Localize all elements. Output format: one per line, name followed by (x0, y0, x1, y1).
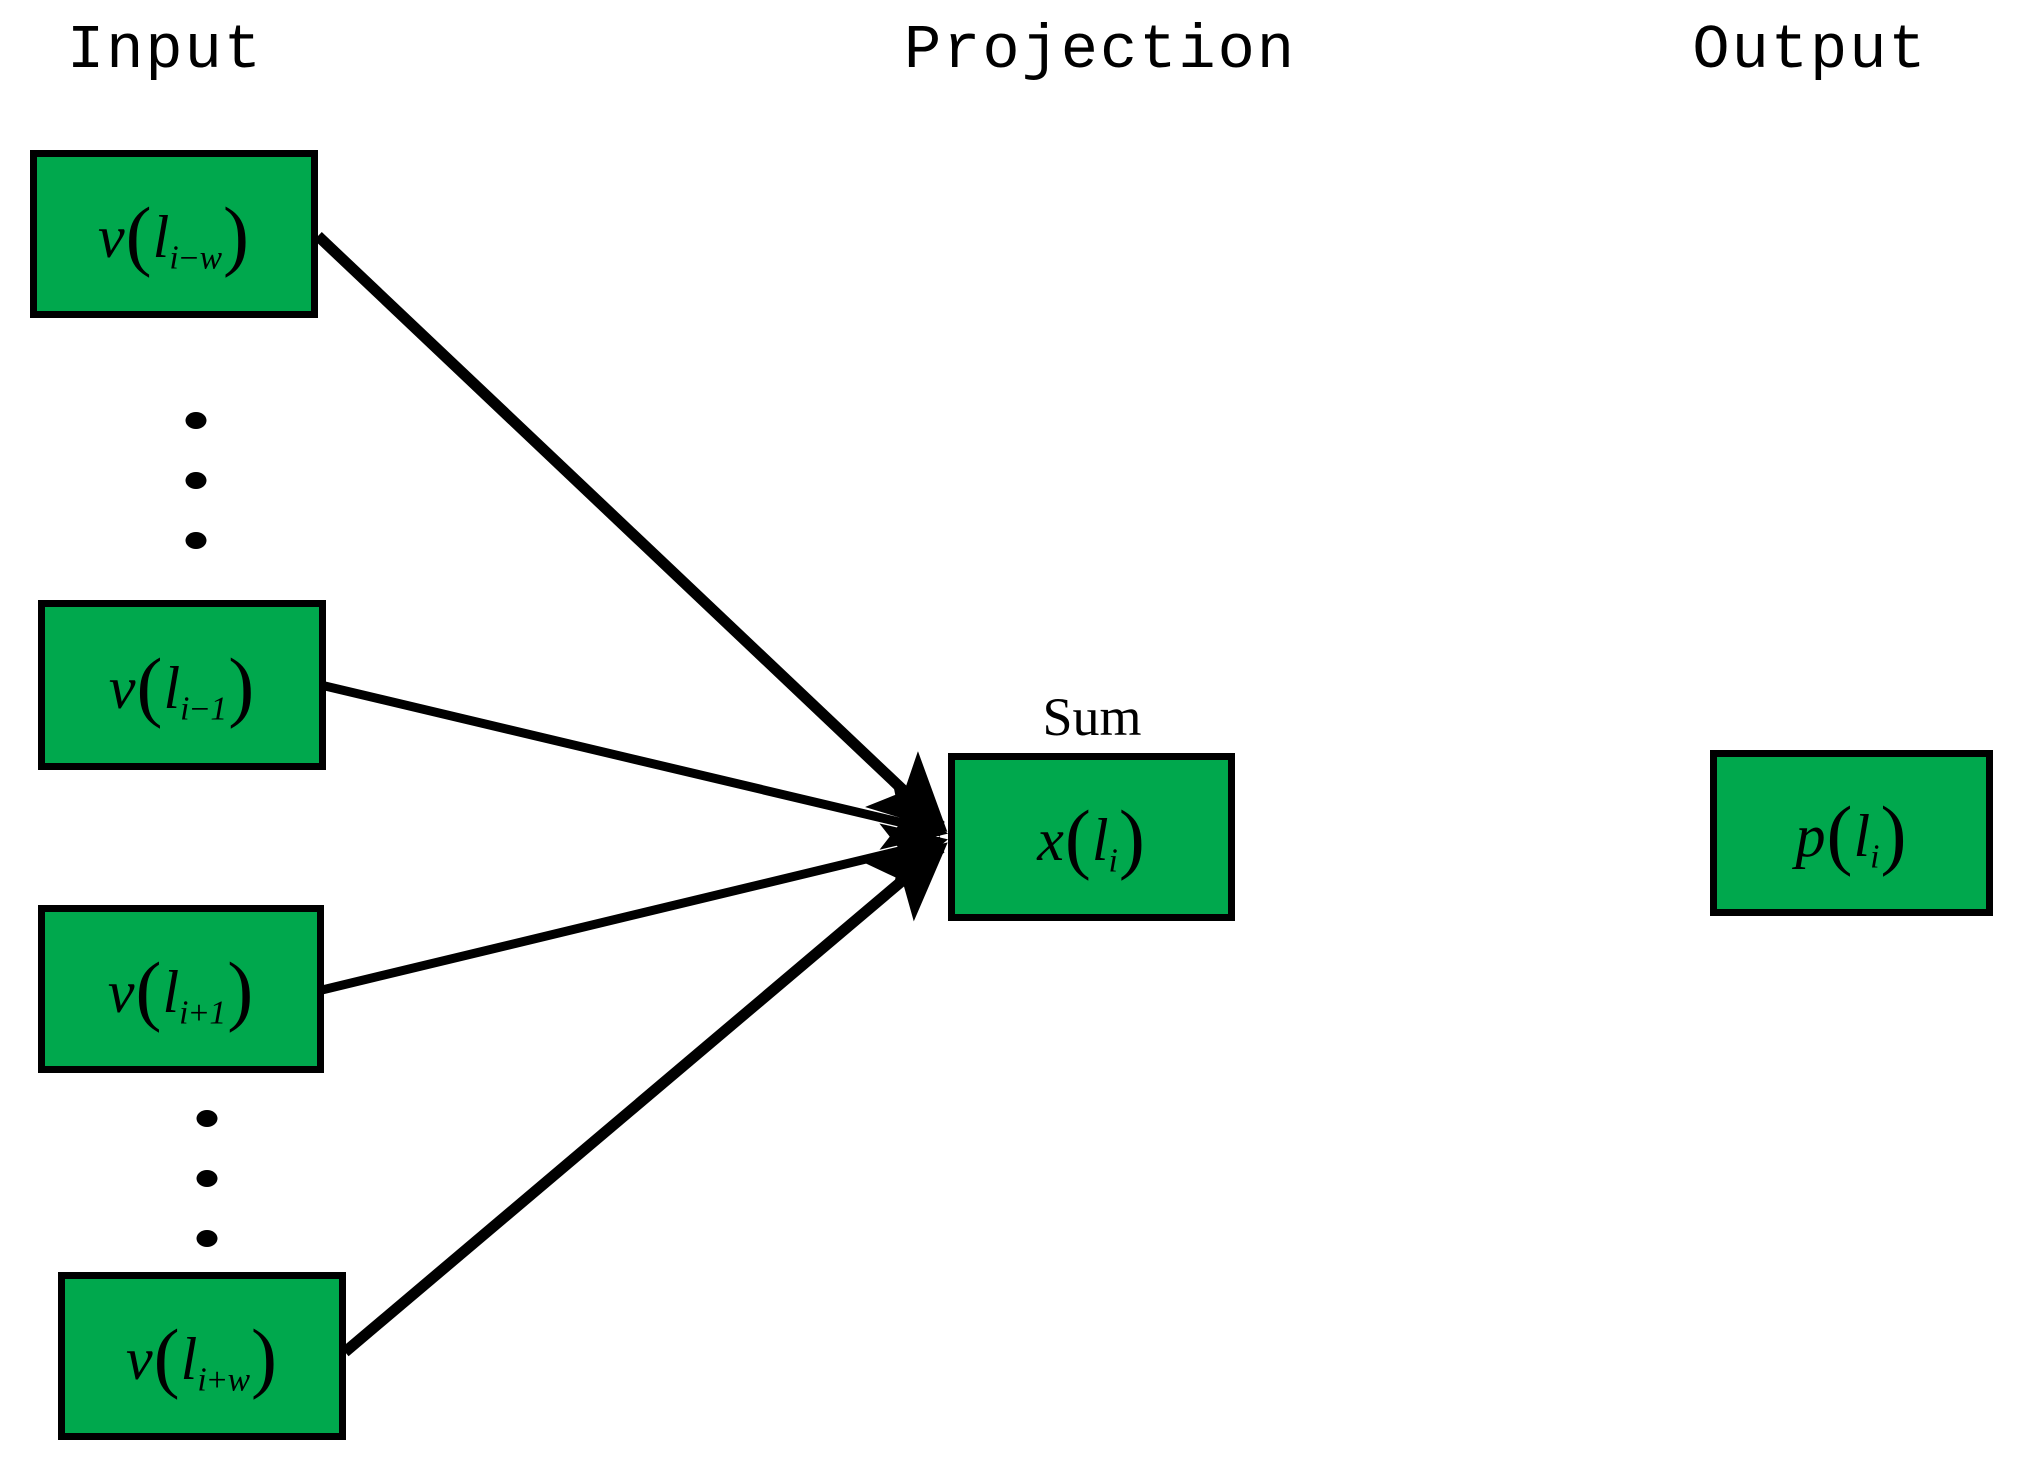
ellipsis-dot (196, 1170, 218, 1187)
projection-node-x-i[interactable]: x(li) (948, 753, 1235, 921)
output-node-p-i-label: p(li) (1795, 790, 1907, 878)
input-ellipsis-lower (196, 1110, 218, 1247)
input-node-v-i-plus-w-label: v(li+w) (126, 1313, 277, 1401)
input-ellipsis-upper (185, 412, 207, 549)
ellipsis-dot (196, 1110, 218, 1127)
edge-v-i-plus-w-to-x-i (341, 842, 948, 1357)
ellipsis-dot (185, 472, 207, 489)
ellipsis-dot (185, 412, 207, 429)
input-node-v-i-minus-1-label: v(li−1) (108, 642, 255, 730)
column-header-input: Input (66, 15, 264, 86)
input-node-v-i-minus-w[interactable]: v(li−w) (30, 150, 318, 318)
column-header-output: Output (1692, 15, 1928, 86)
input-node-v-i-plus-1-label: v(li+1) (107, 946, 254, 1034)
column-header-projection: Projection (903, 15, 1297, 86)
ellipsis-dot (185, 532, 207, 549)
sum-caption: Sum (1042, 687, 1142, 747)
ellipsis-dot (196, 1230, 218, 1247)
input-node-v-i-plus-1[interactable]: v(li+1) (38, 905, 324, 1073)
output-node-p-i[interactable]: p(li) (1710, 750, 1993, 916)
input-node-v-i-minus-1[interactable]: v(li−1) (38, 600, 326, 770)
input-node-v-i-minus-w-label: v(li−w) (98, 191, 249, 279)
edge-v-i-minus-1-to-x-i (323, 681, 949, 850)
input-node-v-i-plus-w[interactable]: v(li+w) (58, 1272, 346, 1440)
edge-v-i-plus-1-to-x-i (320, 823, 949, 995)
edge-v-i-minus-w-to-x-i (314, 232, 948, 833)
projection-node-x-i-label: x(li) (1037, 794, 1145, 882)
